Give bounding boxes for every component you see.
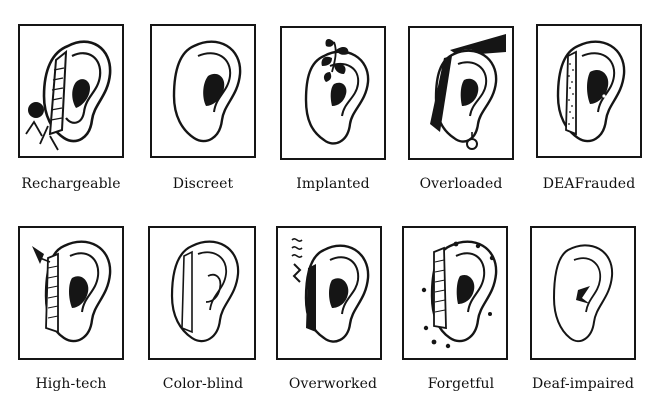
ear-sound-waves-icon <box>291 238 370 343</box>
caption-label: Forgetful <box>427 376 495 392</box>
caption-label: Discreet <box>172 176 234 192</box>
ear-dotted-aid-icon <box>556 40 626 143</box>
ear-antenna-icon <box>32 240 112 343</box>
ear-panel <box>536 24 642 158</box>
caption-label: Rechargeable <box>21 176 121 192</box>
ear-panel <box>18 226 124 360</box>
ear-overloaded-icon <box>430 34 506 150</box>
caption-label: Color-blind <box>162 376 244 392</box>
ear-panel <box>18 24 124 158</box>
ear-plant-sprout-icon <box>304 39 370 145</box>
ear-panel <box>276 226 382 360</box>
ear-panel <box>150 24 256 158</box>
caption-label: DEAFrauded <box>542 176 636 192</box>
caption-label: High-tech <box>35 376 107 392</box>
ear-panel <box>408 26 514 160</box>
ear-panel <box>148 226 256 360</box>
ear-panel <box>530 226 636 360</box>
ear-battery-pack-icon <box>25 40 112 151</box>
ear-empty-canal-icon <box>552 244 614 343</box>
ear-panel <box>402 226 508 360</box>
ear-plain-icon <box>172 40 242 143</box>
caption-label: Implanted <box>296 176 370 192</box>
ear-dripping-aid-icon <box>421 240 498 349</box>
caption-label: Deaf-impaired <box>531 376 635 392</box>
caption-label: Overworked <box>288 376 378 392</box>
ear-panel <box>280 26 386 160</box>
ear-outline-only-icon <box>170 240 240 343</box>
caption-label: Overloaded <box>419 176 503 192</box>
